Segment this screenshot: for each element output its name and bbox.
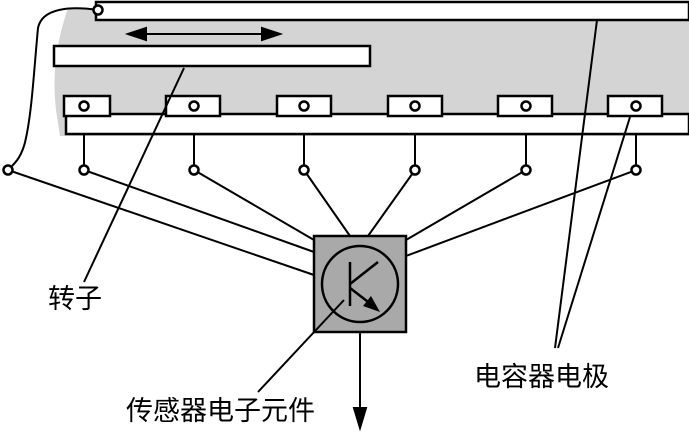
electrode-leader-upper bbox=[554, 19, 598, 349]
terminal-circle-icon bbox=[298, 164, 310, 176]
pad-terminals bbox=[78, 100, 642, 112]
terminal-circle-icon bbox=[520, 100, 532, 112]
emitter-arrowhead-icon bbox=[363, 296, 380, 312]
motion-arrow-icon bbox=[124, 26, 284, 42]
terminal-circle-icon bbox=[409, 164, 421, 176]
terminal-circle-icon bbox=[298, 100, 310, 112]
rail-terminal-circle-icon bbox=[92, 4, 104, 16]
rotor-bar bbox=[52, 44, 372, 68]
terminal-circle-icon bbox=[78, 164, 90, 176]
output-arrow-icon bbox=[352, 332, 368, 432]
terminal-circle-icon bbox=[630, 164, 642, 176]
rotor-leader bbox=[83, 67, 185, 283]
terminal-circle-icon bbox=[78, 100, 90, 112]
terminal-circle-icon bbox=[188, 100, 200, 112]
electrode-strip bbox=[64, 112, 689, 136]
terminal-circle-icon bbox=[520, 164, 532, 176]
top-rail bbox=[94, 0, 689, 22]
leader-lines bbox=[83, 19, 631, 393]
terminal-circle-icon bbox=[630, 100, 642, 112]
rotor-label: 转子 bbox=[48, 284, 102, 315]
terminal-circle-icon bbox=[409, 100, 421, 112]
lower-terminals bbox=[2, 164, 642, 176]
terminal-circle-icon bbox=[188, 164, 200, 176]
sensor-element-label: 传感器电子元件 bbox=[126, 396, 315, 427]
rail-wire bbox=[7, 7, 99, 171]
electrode-leader-lower bbox=[557, 116, 631, 349]
capacitor-electrode-label: 电容器电极 bbox=[474, 362, 609, 393]
sensor-wires bbox=[7, 169, 637, 276]
terminal-circle-icon bbox=[2, 164, 14, 176]
sensor-leader bbox=[257, 299, 345, 393]
vertical-leads bbox=[83, 134, 637, 165]
